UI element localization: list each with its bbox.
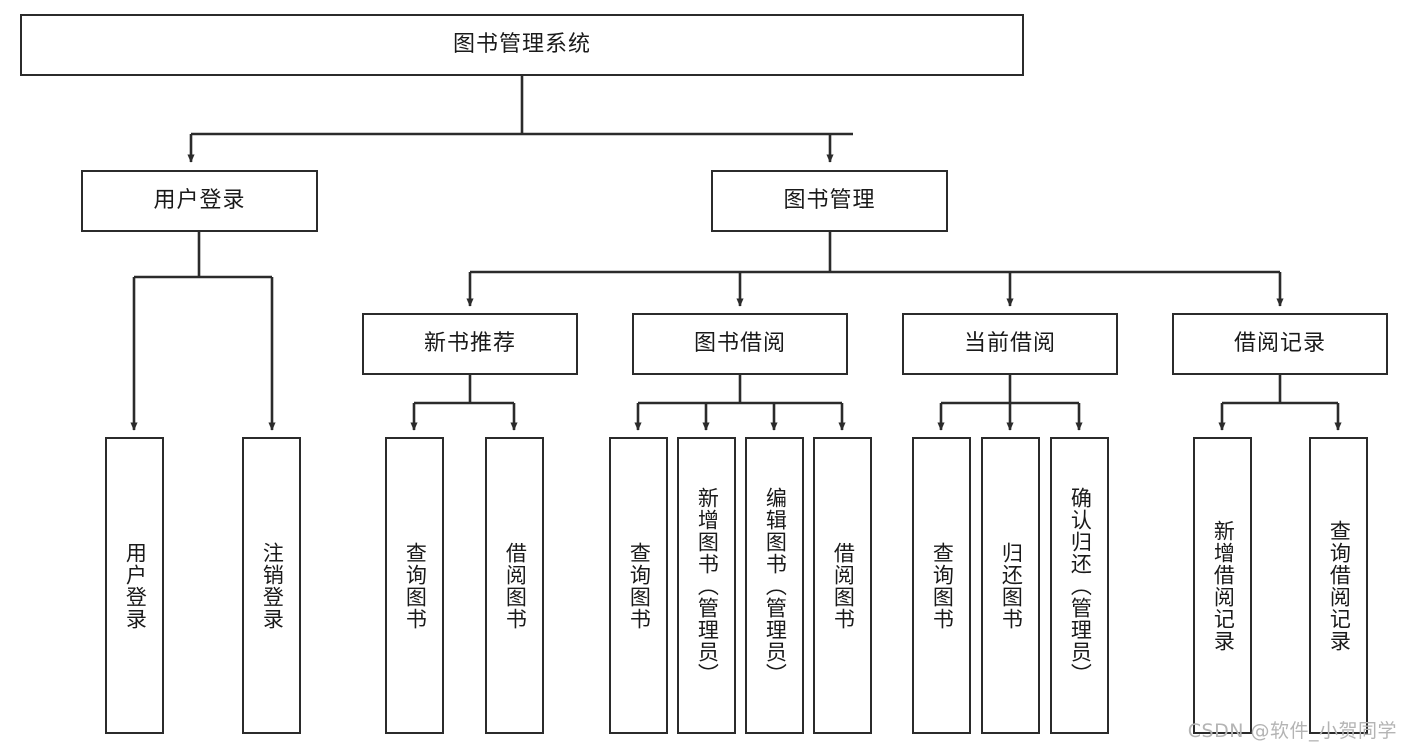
node-current-borrow[interactable]: 当前借阅 xyxy=(902,313,1118,375)
node-leaf-query-record[interactable]: 查询借阅记录 xyxy=(1309,437,1368,734)
node-book-manage[interactable]: 图书管理 xyxy=(711,170,948,232)
node-user-login-label: 用户登录 xyxy=(153,187,246,213)
node-leaf-user-login-label: 用户登录 xyxy=(123,541,148,630)
node-leaf-borrow-book-1-label: 借阅图书 xyxy=(503,541,528,630)
node-leaf-return-book-label: 归还图书 xyxy=(999,541,1024,630)
node-leaf-query-book-2-label: 查询图书 xyxy=(627,541,652,630)
node-leaf-borrow-book-2-label: 借阅图书 xyxy=(831,541,856,630)
node-root[interactable]: 图书管理系统 xyxy=(20,14,1024,76)
node-leaf-edit-book-label: 编辑图书（管理员） xyxy=(763,486,788,685)
node-leaf-logout[interactable]: 注销登录 xyxy=(242,437,301,734)
node-root-label: 图书管理系统 xyxy=(452,31,591,57)
node-leaf-add-book[interactable]: 新增图书（管理员） xyxy=(677,437,736,734)
node-book-manage-label: 图书管理 xyxy=(783,187,876,213)
node-leaf-add-record-label: 新增借阅记录 xyxy=(1211,519,1236,652)
node-leaf-confirm-return[interactable]: 确认归还（管理员） xyxy=(1050,437,1109,734)
node-leaf-user-login[interactable]: 用户登录 xyxy=(105,437,164,734)
node-borrow-record-label: 借阅记录 xyxy=(1233,330,1326,356)
node-leaf-add-record[interactable]: 新增借阅记录 xyxy=(1193,437,1252,734)
node-borrow-record[interactable]: 借阅记录 xyxy=(1172,313,1388,375)
node-leaf-borrow-book-2[interactable]: 借阅图书 xyxy=(813,437,872,734)
node-user-login[interactable]: 用户登录 xyxy=(81,170,318,232)
node-leaf-query-book-1[interactable]: 查询图书 xyxy=(385,437,444,734)
node-leaf-query-book-1-label: 查询图书 xyxy=(403,541,428,630)
node-leaf-query-book-3-label: 查询图书 xyxy=(930,541,955,630)
node-book-borrow-label: 图书借阅 xyxy=(693,330,786,356)
node-leaf-query-record-label: 查询借阅记录 xyxy=(1327,519,1352,652)
node-leaf-add-book-label: 新增图书（管理员） xyxy=(695,486,720,685)
node-leaf-borrow-book-1[interactable]: 借阅图书 xyxy=(485,437,544,734)
node-book-borrow[interactable]: 图书借阅 xyxy=(632,313,848,375)
node-current-borrow-label: 当前借阅 xyxy=(963,330,1056,356)
node-leaf-return-book[interactable]: 归还图书 xyxy=(981,437,1040,734)
node-leaf-logout-label: 注销登录 xyxy=(260,541,285,630)
node-leaf-query-book-2[interactable]: 查询图书 xyxy=(609,437,668,734)
node-leaf-query-book-3[interactable]: 查询图书 xyxy=(912,437,971,734)
node-new-book-rec[interactable]: 新书推荐 xyxy=(362,313,578,375)
watermark: CSDN @软件_小贺同学 xyxy=(1187,720,1397,742)
node-leaf-edit-book[interactable]: 编辑图书（管理员） xyxy=(745,437,804,734)
node-leaf-confirm-return-label: 确认归还（管理员） xyxy=(1068,486,1093,685)
node-new-book-rec-label: 新书推荐 xyxy=(423,330,516,356)
